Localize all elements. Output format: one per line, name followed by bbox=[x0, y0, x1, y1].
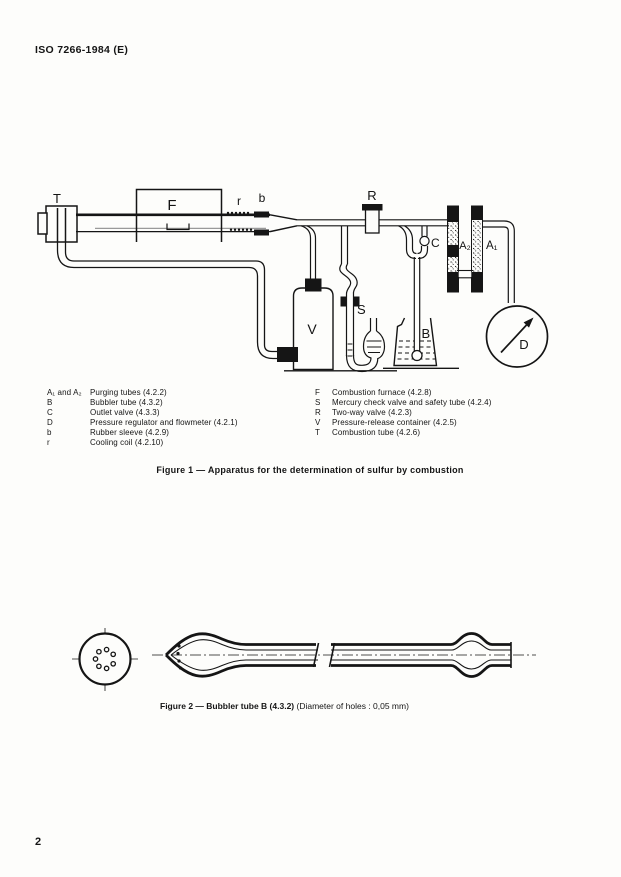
tube-break-right bbox=[328, 642, 336, 668]
legend-row: F Combustion furnace (4.2.8) bbox=[315, 388, 610, 398]
legend-key: A₁ and A₂ bbox=[47, 388, 82, 397]
combustion-furnace-F bbox=[135, 188, 223, 242]
sample-boat bbox=[166, 223, 190, 231]
page-number: 2 bbox=[35, 836, 42, 848]
legend-row: V Pressure-release container (4.2.5) bbox=[315, 418, 610, 428]
combustion-tube-end-T bbox=[37, 205, 78, 243]
label-r: r bbox=[237, 194, 241, 208]
inlet-fitting bbox=[277, 347, 298, 362]
figure1-caption: Figure 1 — Apparatus for the determinati… bbox=[156, 465, 464, 475]
tip-holes bbox=[176, 644, 183, 670]
legend-desc: Cooling coil (4.2.10) bbox=[90, 437, 164, 447]
label-V: V bbox=[307, 321, 317, 337]
label-D: D bbox=[519, 337, 528, 352]
figure1-legend-right: F Combustion furnace (4.2.8) S Mercury che… bbox=[315, 388, 610, 438]
legend-key: C bbox=[47, 407, 53, 417]
legend-key: T bbox=[315, 427, 320, 437]
pressure-release-container-V bbox=[277, 278, 334, 371]
bubbler-tip bbox=[411, 349, 423, 362]
cooling-coil-r bbox=[226, 211, 253, 231]
page-header: ISO 7266-1984 (E) bbox=[35, 44, 129, 56]
figure1-apparatus: T F r bbox=[37, 188, 549, 373]
legend-row: A₁ and A₂ Purging tubes (4.2.2) bbox=[47, 388, 309, 398]
label-B: B bbox=[422, 326, 431, 341]
rubber-sleeve-b bbox=[254, 211, 269, 236]
figure1-legend-left: A₁ and A₂ Purging tubes (4.2.2) B Bubbler … bbox=[47, 388, 309, 447]
figure2-caption-bold: Figure 2 — Bubbler tube B (4.3.2) bbox=[160, 701, 295, 711]
legend-key: B bbox=[47, 397, 53, 407]
legend-desc: Combustion tube (4.2.6) bbox=[332, 427, 421, 437]
label-b: b bbox=[259, 191, 266, 205]
legend-row: D Pressure regulator and flowmeter (4.2.1… bbox=[47, 418, 309, 428]
figure2-bubbler-tube bbox=[72, 628, 536, 691]
figure2-caption-detail: (Diameter of holes : 0,05 mm) bbox=[294, 701, 409, 711]
tube-to-D bbox=[482, 220, 515, 303]
outlet-valve-C bbox=[398, 225, 430, 260]
legend-row: r Cooling coil (4.2.10) bbox=[47, 438, 309, 448]
legend-key: D bbox=[47, 417, 53, 427]
label-S: S bbox=[357, 302, 366, 317]
legend-key: R bbox=[315, 407, 321, 417]
legend-row: b Rubber sleeve (4.2.9) bbox=[47, 428, 309, 438]
combustion-tube bbox=[76, 213, 270, 233]
two-way-valve-R bbox=[362, 204, 383, 234]
label-F: F bbox=[167, 197, 176, 214]
legend-desc: Pressure-release container (4.2.5) bbox=[332, 417, 457, 427]
legend-key: r bbox=[47, 437, 50, 447]
label-R: R bbox=[367, 188, 376, 203]
legend-desc: Bubbler tube (4.3.2) bbox=[90, 397, 163, 407]
label-A2: A₂ bbox=[459, 240, 471, 252]
legend-desc: Purging tubes (4.2.2) bbox=[90, 388, 167, 397]
bubbler-end-view bbox=[72, 628, 138, 691]
legend-desc: Pressure regulator and flowmeter (4.2.1) bbox=[90, 417, 238, 427]
legend-desc: Combustion furnace (4.2.8) bbox=[332, 388, 432, 397]
purging-tube-A2 bbox=[447, 205, 459, 293]
legend-key: b bbox=[47, 427, 52, 437]
legend-row: C Outlet valve (4.3.3) bbox=[47, 408, 309, 418]
legend-desc: Rubber sleeve (4.2.9) bbox=[90, 427, 170, 437]
purging-tube-connector bbox=[457, 269, 473, 279]
pressure-regulator-flowmeter-D bbox=[485, 305, 549, 368]
mercury-check-valve-S bbox=[339, 225, 386, 373]
figure2-caption: Figure 2 — Bubbler tube B (4.3.2) (Diame… bbox=[160, 701, 409, 711]
legend-desc: Outlet valve (4.3.3) bbox=[90, 407, 160, 417]
connecting-tube-T-to-V bbox=[56, 208, 280, 360]
legend-key: F bbox=[315, 388, 320, 397]
legend-desc: Two-way valve (4.2.3) bbox=[332, 407, 412, 417]
legend-key: V bbox=[315, 417, 321, 427]
legend-key: S bbox=[315, 397, 321, 407]
legend-row: S Mercury check valve and safety tube (4.… bbox=[315, 398, 610, 408]
tube-break-left bbox=[312, 642, 320, 668]
label-T: T bbox=[53, 191, 61, 206]
purging-tube-A1 bbox=[471, 205, 483, 293]
legend-desc: Mercury check valve and safety tube (4.2… bbox=[332, 397, 492, 407]
bubbler-side-view bbox=[152, 632, 536, 678]
legend-row: R Two-way valve (4.2.3) bbox=[315, 408, 610, 418]
legend-row: T Combustion tube (4.2.6) bbox=[315, 428, 610, 438]
bubbler-beaker-B bbox=[393, 257, 438, 367]
label-C: C bbox=[431, 236, 440, 250]
label-A1: A₁ bbox=[486, 240, 498, 252]
stopper bbox=[305, 278, 322, 292]
holes bbox=[92, 646, 117, 672]
legend-row: B Bubbler tube (4.3.2) bbox=[47, 398, 309, 408]
